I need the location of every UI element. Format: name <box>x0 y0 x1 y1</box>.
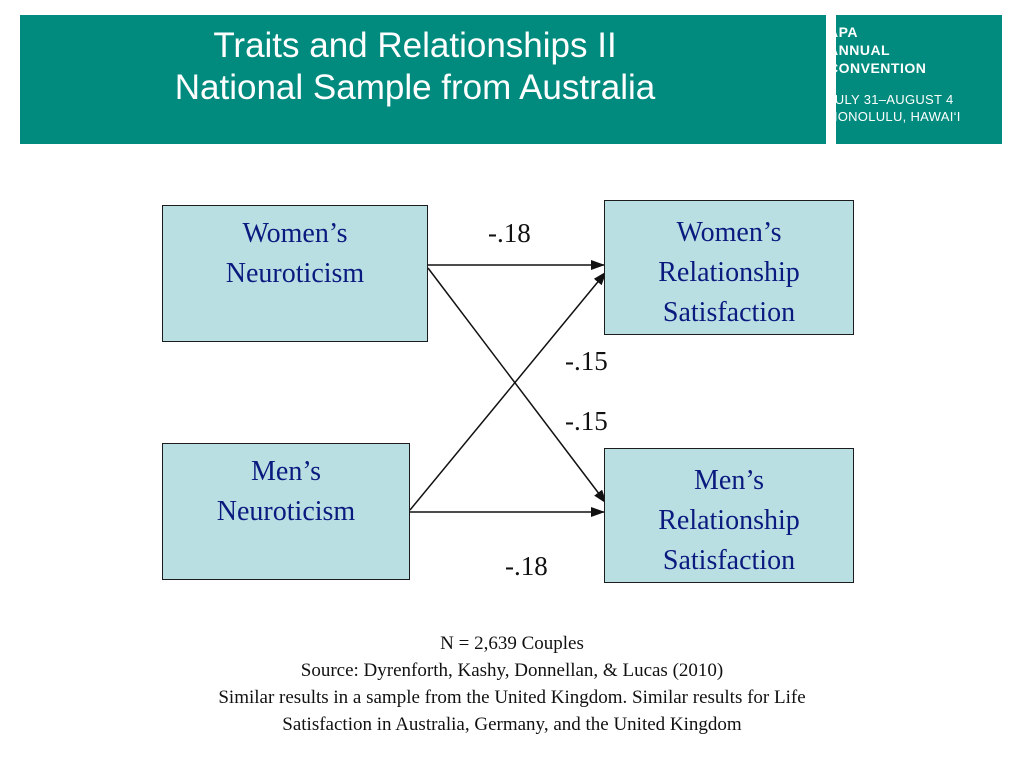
sample-size: N = 2,639 Couples <box>440 633 584 654</box>
page-title: Traits and Relationships II National Sam… <box>20 25 810 109</box>
box-men-neuroticism-line-1: Men’s <box>251 456 321 487</box>
box-women-neuroticism-line-2: Neuroticism <box>225 258 365 289</box>
box-men-neuroticism-line-2: Neuroticism <box>216 496 356 527</box>
coef-women-to-women: -.18 <box>488 218 531 248</box>
arrow-women-to-men <box>427 267 607 504</box>
box-men-satisfaction: Men’s Relationship Satisfaction <box>604 448 854 583</box>
header-banner: Traits and Relationships II National Sam… <box>20 15 1002 144</box>
convention-line-convention: CONVENTION <box>828 60 927 76</box>
convention-logo: APA ANNUAL CONVENTION JULY 31–AUGUST 4 H… <box>828 23 1000 125</box>
convention-line-annual: ANNUAL <box>828 42 891 58</box>
box-women-satisfaction-line-3: Satisfaction <box>662 297 796 328</box>
convention-dates: JULY 31–AUGUST 4 <box>828 92 954 107</box>
coef-women-to-men: -.15 <box>565 346 608 376</box>
box-men-satisfaction-line-1: Men’s <box>694 465 764 496</box>
box-women-neuroticism: Women’s Neuroticism <box>162 205 428 342</box>
box-men-satisfaction-line-2: Relationship <box>658 505 800 536</box>
box-women-neuroticism-line-1: Women’s <box>242 218 348 249</box>
box-women-satisfaction: Women’s Relationship Satisfaction <box>604 200 854 335</box>
note-line-2: Satisfaction in Australia, Germany, and … <box>282 714 742 735</box>
box-men-neuroticism: Men’s Neuroticism <box>162 443 410 580</box>
title-line-2: National Sample from Australia <box>174 68 656 107</box>
footer-notes: N = 2,639 Couples Source: Dyrenforth, Ka… <box>0 630 1024 738</box>
convention-location: HONOLULU, HAWAI‘I <box>828 109 961 124</box>
coef-men-to-men: -.18 <box>505 551 548 581</box>
box-women-satisfaction-line-1: Women’s <box>676 217 782 248</box>
coef-men-to-women: -.15 <box>565 406 608 436</box>
banner-divider <box>826 15 836 144</box>
source-citation: Source: Dyrenforth, Kashy, Donnellan, & … <box>300 660 724 681</box>
note-line-1: Similar results in a sample from the Uni… <box>218 687 806 708</box>
box-men-satisfaction-line-3: Satisfaction <box>662 545 796 576</box>
title-line-1: Traits and Relationships II <box>213 26 617 65</box>
arrow-men-to-women <box>409 271 607 511</box>
convention-line-apa: APA <box>828 24 859 40</box>
box-women-satisfaction-line-2: Relationship <box>658 257 800 288</box>
